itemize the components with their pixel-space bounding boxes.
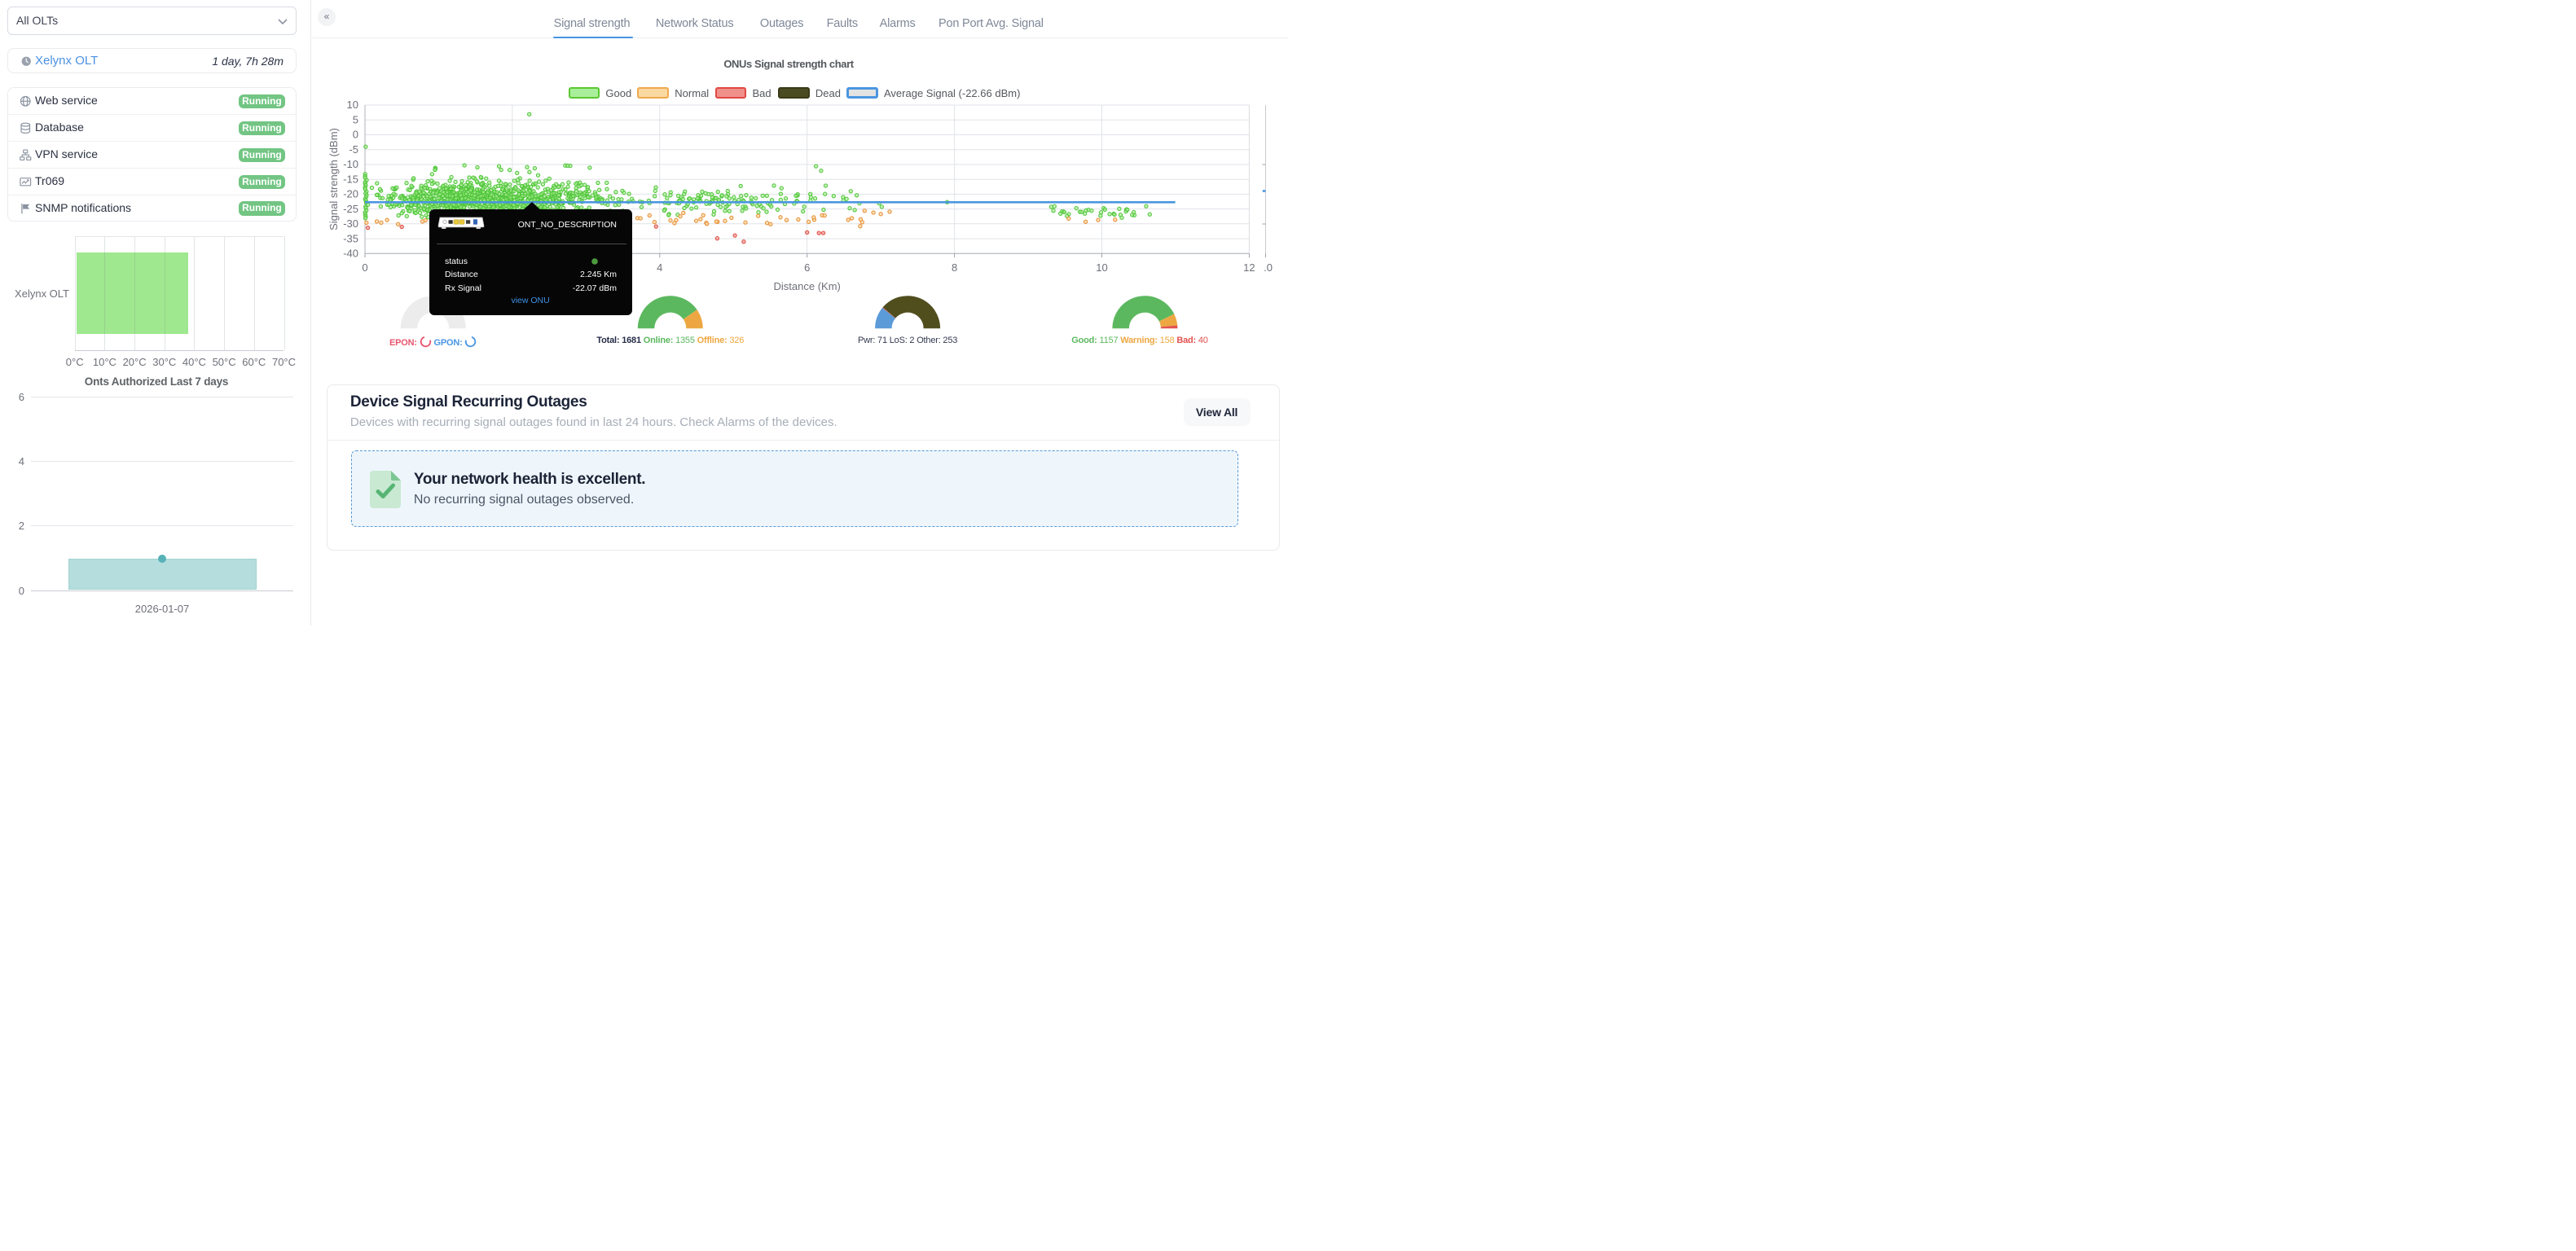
svg-text:0: 0 [362,261,367,274]
svg-text:0: 0 [353,129,358,141]
svg-text:5: 5 [353,113,358,125]
svg-text:-30: -30 [343,217,358,230]
svg-text:.0: .0 [1264,261,1273,274]
svg-text:-10: -10 [343,158,358,170]
svg-text:4: 4 [657,261,662,274]
svg-text:-35: -35 [343,232,358,244]
svg-text:-15: -15 [343,173,358,185]
svg-text:6: 6 [804,261,810,274]
svg-text:-20: -20 [343,188,358,200]
svg-text:Signal strength (dBm): Signal strength (dBm) [327,128,340,230]
svg-text:10: 10 [1096,261,1107,274]
svg-text:10: 10 [347,99,358,111]
svg-text:-40: -40 [343,248,358,260]
svg-text:8: 8 [952,261,957,274]
svg-text:-25: -25 [343,203,358,215]
svg-text:12: 12 [1243,261,1255,274]
svg-text:-5: -5 [349,143,358,156]
svg-text:Distance (Km): Distance (Km) [774,280,841,292]
